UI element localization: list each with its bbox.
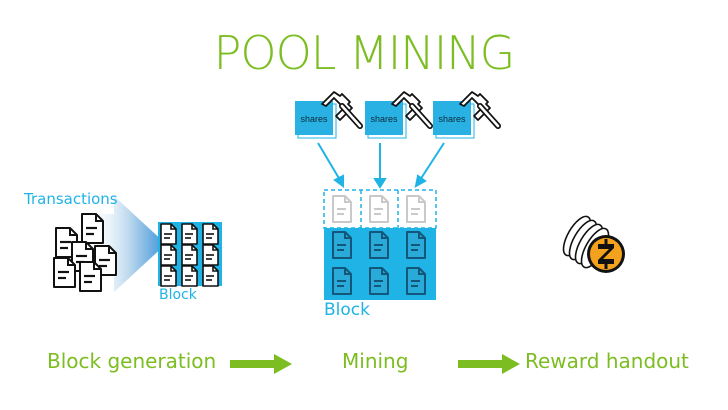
small-block-documents [160,223,219,287]
shares-label: shares [370,114,398,124]
shares-label: shares [438,114,466,124]
stage-arrows [230,354,520,374]
arrow-icon [230,360,276,368]
small-block-label: Block [159,287,197,303]
stage-mining: Mining [342,349,409,373]
page-title: POOL MINING [213,26,516,80]
arrow-icon [458,360,504,368]
arrow-icon [502,354,520,374]
zcash-coin-icon [562,215,625,273]
shares-group [295,92,498,139]
document-icon [52,256,77,289]
transactions-label: Transactions [24,190,118,208]
big-block-label: Block [324,300,370,320]
stage-block-generation: Block generation [47,349,217,373]
big-block-documents [332,195,426,295]
share-arrows [317,142,445,189]
stage-reward-handout: Reward handout [525,349,689,373]
document-icon [80,212,105,245]
shares-label: shares [300,114,328,124]
document-icon [78,260,103,293]
arrow-icon [274,354,292,374]
